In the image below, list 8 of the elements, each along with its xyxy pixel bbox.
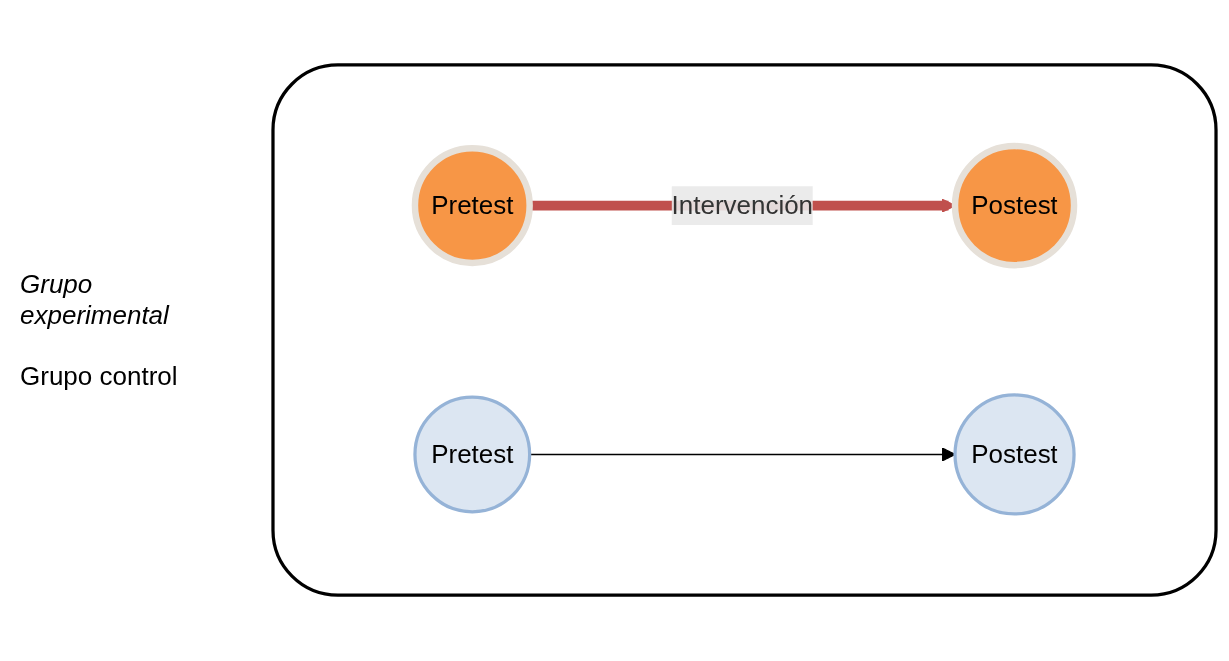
cluster <box>271 63 1218 598</box>
node-circle: Postest <box>951 143 1078 269</box>
node-circle: Pretest <box>411 145 533 267</box>
node-circle: Pretest <box>413 395 532 514</box>
edge-label: Intervención <box>671 191 814 220</box>
group-heading: Grupo control <box>20 361 179 392</box>
node-circle: Postest <box>953 393 1076 517</box>
group-heading: Grupo experimental <box>20 269 171 331</box>
